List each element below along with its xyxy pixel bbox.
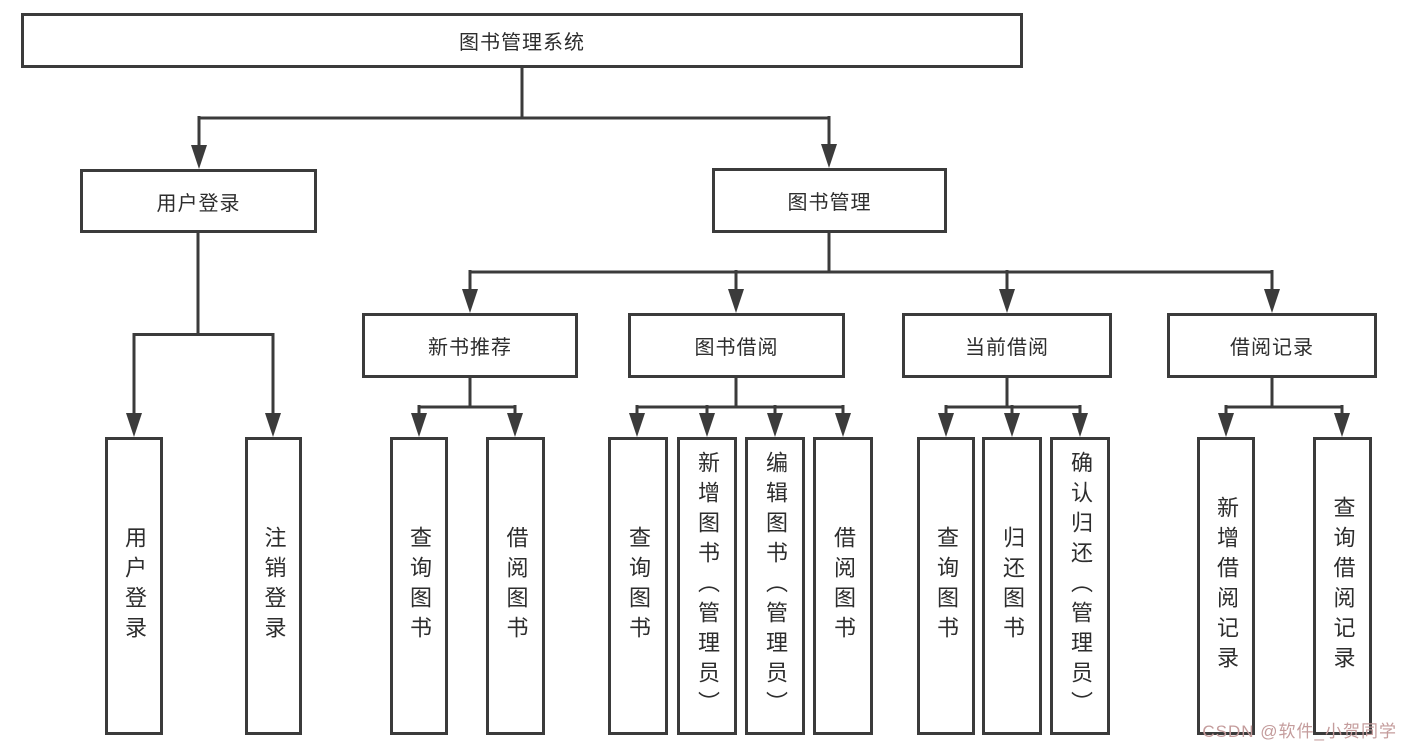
arrowhead <box>728 289 744 313</box>
node-label: 用户登录 <box>122 526 147 646</box>
node-label: 借阅图书 <box>831 526 856 646</box>
node-label: 新书推荐 <box>428 337 512 359</box>
node-borrow-books-2: 借阅图书 <box>813 437 873 735</box>
node-add-borrow-record: 新增借阅记录 <box>1197 437 1255 735</box>
node-label: 当前借阅 <box>965 337 1049 359</box>
node-book-management: 图书管理 <box>712 168 947 233</box>
arrowhead <box>507 413 523 437</box>
node-label: 查询图书 <box>934 526 959 646</box>
arrowhead <box>411 413 427 437</box>
node-borrow-books-1: 借阅图书 <box>486 437 545 735</box>
arrowhead <box>1218 413 1234 437</box>
arrowhead <box>629 413 645 437</box>
node-query-books-3: 查询图书 <box>917 437 975 735</box>
node-new-book-recommendation: 新书推荐 <box>362 313 578 378</box>
node-label: 新增图书（管理员） <box>695 451 720 721</box>
node-confirm-return-admin: 确认归还（管理员） <box>1050 437 1110 735</box>
node-label: 注销登录 <box>261 526 287 646</box>
node-label: 编辑图书（管理员） <box>763 451 788 721</box>
node-book-borrowing: 图书借阅 <box>628 313 845 378</box>
node-query-borrow-record: 查询借阅记录 <box>1313 437 1372 735</box>
node-library-management-system: 图书管理系统 <box>21 13 1023 68</box>
node-label: 查询借阅记录 <box>1330 496 1356 676</box>
node-label: 借阅记录 <box>1230 337 1314 359</box>
arrowhead <box>821 144 837 168</box>
node-user-login-leaf: 用户登录 <box>105 437 163 735</box>
arrowhead <box>1264 289 1280 313</box>
node-label: 图书管理系统 <box>459 32 585 54</box>
arrowhead <box>699 413 715 437</box>
arrowhead <box>835 413 851 437</box>
arrowhead <box>191 145 207 169</box>
node-query-books-2: 查询图书 <box>608 437 668 735</box>
watermark: CSDN @软件_小贺同学 <box>1202 722 1397 741</box>
arrowheads <box>126 144 1350 437</box>
node-logout: 注销登录 <box>245 437 302 735</box>
arrowhead <box>1072 413 1088 437</box>
node-query-books-1: 查询图书 <box>390 437 448 735</box>
node-label: 查询图书 <box>626 526 651 646</box>
node-return-books: 归还图书 <box>982 437 1042 735</box>
arrowhead <box>462 289 478 313</box>
arrowhead <box>1334 413 1350 437</box>
node-add-books-admin: 新增图书（管理员） <box>677 437 737 735</box>
node-edit-books-admin: 编辑图书（管理员） <box>745 437 805 735</box>
arrowhead <box>265 413 281 437</box>
node-current-borrowing: 当前借阅 <box>902 313 1112 378</box>
connector-path <box>132 68 1344 418</box>
node-label: 归还图书 <box>1000 526 1025 646</box>
arrowhead <box>1004 413 1020 437</box>
node-user-login-branch: 用户登录 <box>80 169 317 233</box>
node-label: 图书管理 <box>787 192 872 214</box>
node-label: 查询图书 <box>407 526 432 646</box>
node-borrowing-records: 借阅记录 <box>1167 313 1377 378</box>
arrowhead <box>999 289 1015 313</box>
node-label: 新增借阅记录 <box>1214 496 1239 676</box>
arrowhead <box>126 413 142 437</box>
arrowhead <box>767 413 783 437</box>
node-label: 确认归还（管理员） <box>1068 451 1093 721</box>
node-label: 借阅图书 <box>503 526 529 646</box>
node-label: 图书借阅 <box>694 337 779 359</box>
arrowhead <box>938 413 954 437</box>
node-label: 用户登录 <box>156 192 241 215</box>
